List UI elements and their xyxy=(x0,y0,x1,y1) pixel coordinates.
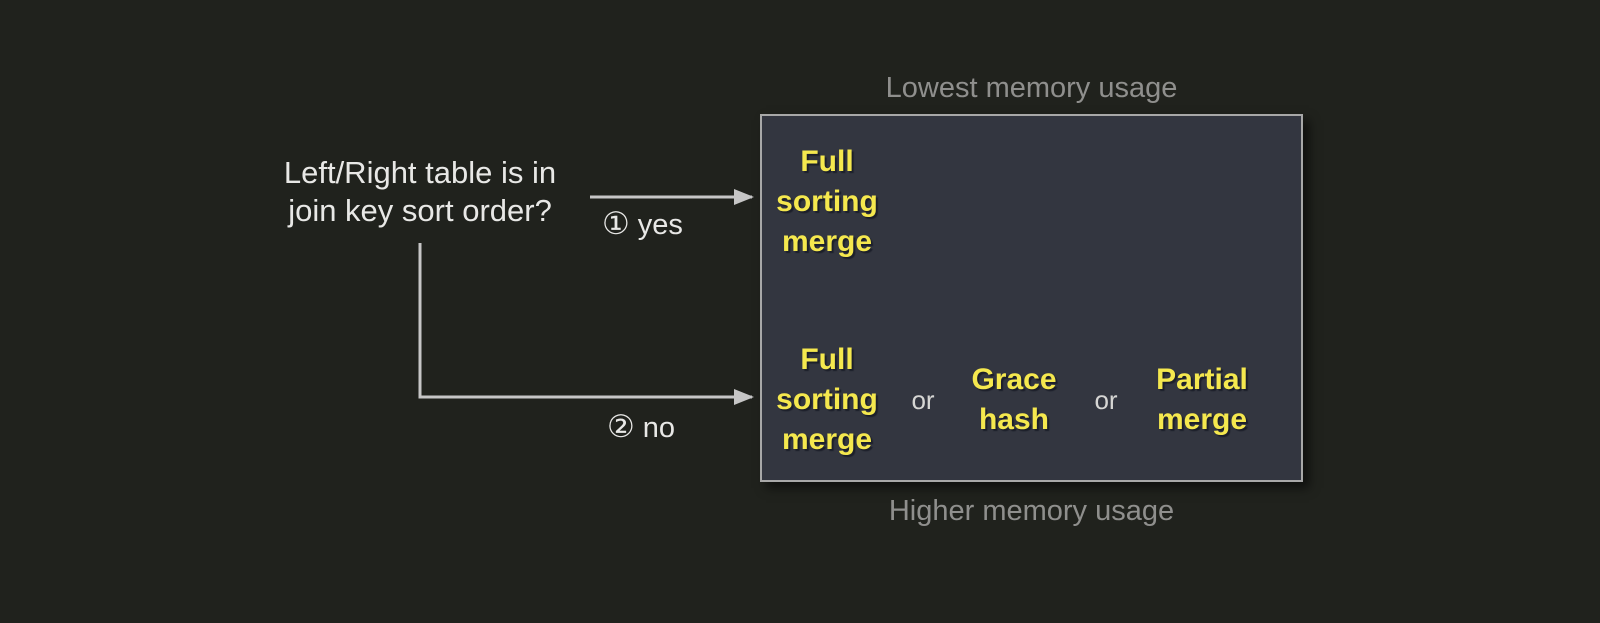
question-line-1: Left/Right table is in xyxy=(283,155,557,190)
algo-full-sorting-merge-unsorted: Full sorting merge xyxy=(776,343,878,456)
higher-memory-caption: Higher memory usage xyxy=(888,495,1175,527)
yes-text: yes xyxy=(637,209,683,241)
no-text: no xyxy=(642,412,676,444)
question-text: Left/Right table is in join key sort ord… xyxy=(240,154,600,230)
circled-two-icon: ② xyxy=(607,409,635,444)
algo-full-sorting-merge-sorted: Full sorting merge xyxy=(776,145,878,258)
algorithms-box: Full sorting merge Full sorting merge or… xyxy=(760,114,1303,482)
algo-partial-merge: Partial merge xyxy=(1156,363,1248,436)
question-line-2: join key sort order? xyxy=(288,193,552,228)
no-elbow-arrow xyxy=(418,243,754,405)
or-separator-1: or xyxy=(911,385,935,415)
or-separator-2: or xyxy=(1094,385,1118,415)
algo-grace-hash: Grace hash xyxy=(971,363,1057,436)
circled-one-icon: ① xyxy=(602,206,630,241)
lowest-memory-caption: Lowest memory usage xyxy=(885,72,1178,104)
